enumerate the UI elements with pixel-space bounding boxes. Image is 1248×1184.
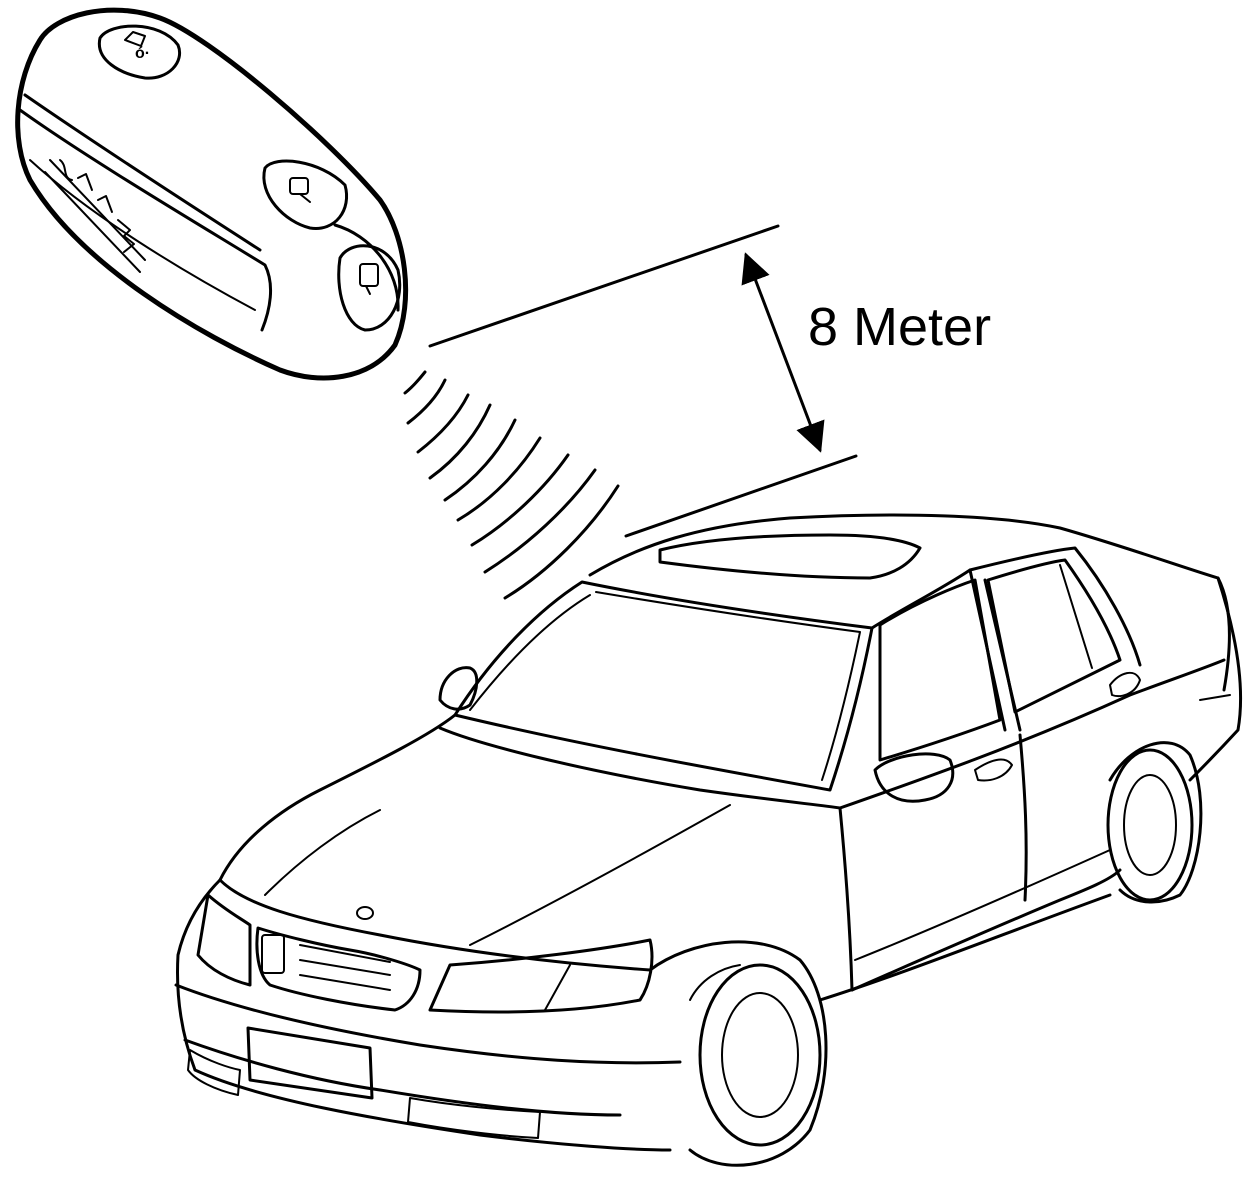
trunk-button-icon [337, 244, 402, 332]
remote-key-fob: ó· [15, 7, 409, 381]
signal-waves-icon [403, 370, 620, 600]
front-wheel [648, 940, 828, 1167]
rear-wheel [1106, 741, 1203, 904]
brand-logo [44, 159, 146, 273]
lock-button-icon: ó· [97, 24, 181, 80]
car-illustration [174, 513, 1243, 1167]
distance-indicator [428, 224, 858, 538]
distance-label: 8 Meter [808, 297, 992, 357]
svg-text:ó·: ó· [135, 45, 150, 62]
unlock-button-icon [262, 159, 348, 230]
